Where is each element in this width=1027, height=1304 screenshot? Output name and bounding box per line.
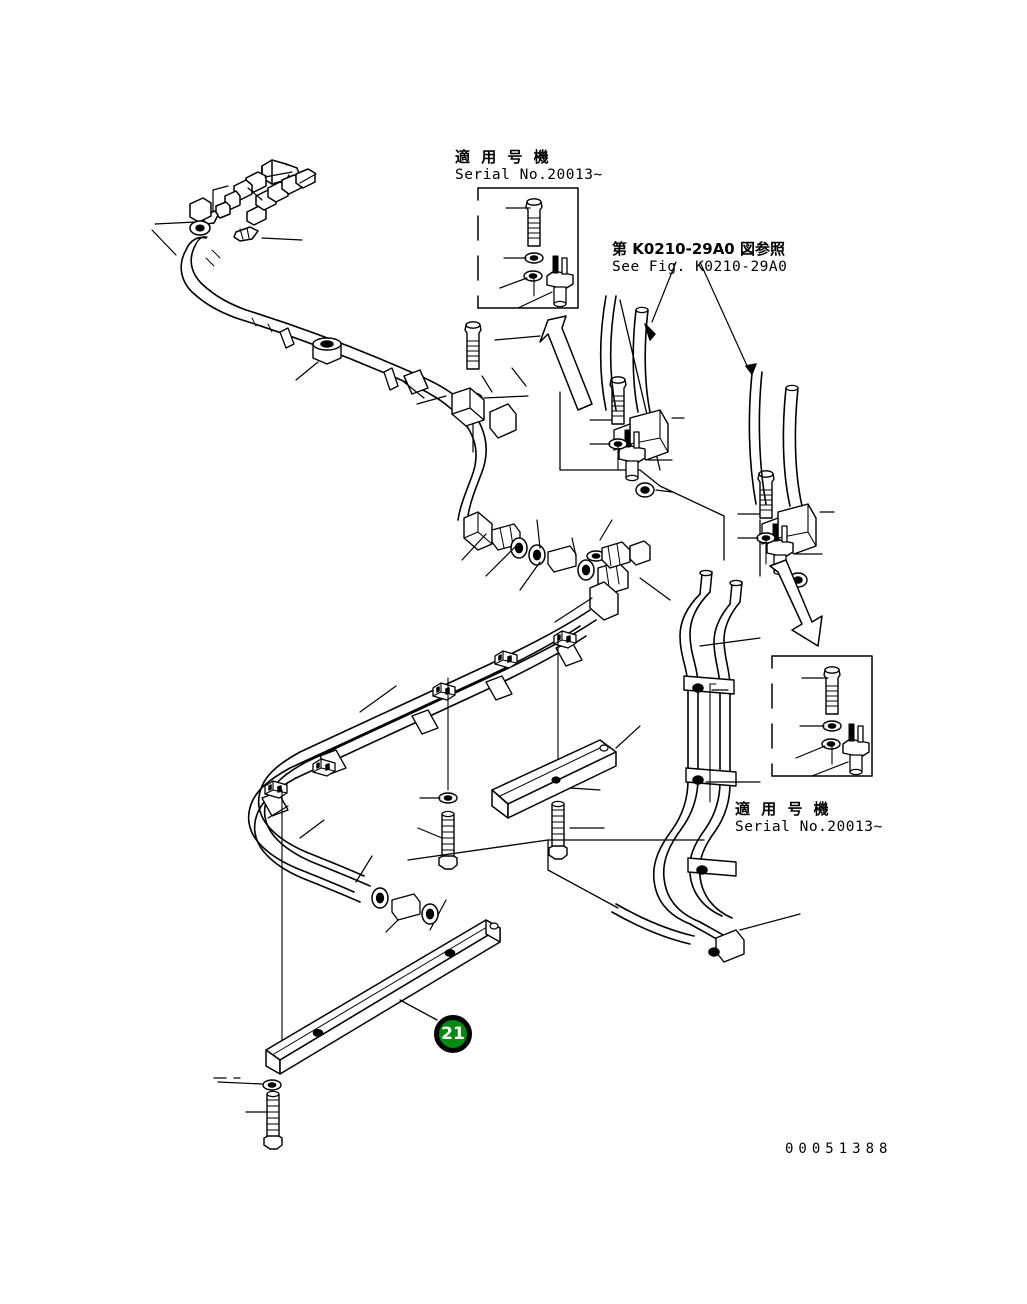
see-fig-note-jp: 第 K0210-29A0 図参照	[612, 240, 785, 258]
bolt-rail	[263, 1090, 283, 1150]
inset-box-upper	[477, 187, 579, 309]
callout-badge-21[interactable]: 21	[434, 1015, 472, 1053]
valve-bracket-left	[608, 376, 669, 498]
clamp-bracket-mid	[451, 387, 517, 439]
serial-note-bottom-serial: Serial No.20013~	[735, 819, 883, 835]
union-joint-center	[463, 511, 629, 621]
arrow-to-lower-inset	[769, 559, 823, 647]
valve-bracket-right	[756, 470, 817, 588]
serial-note-bottom-jp: 適 用 号 機	[735, 800, 832, 818]
elbow-fitting-group	[189, 159, 316, 242]
washer-bundle-1	[438, 792, 458, 804]
bolt-center	[601, 540, 651, 569]
hose-upper-main	[180, 236, 487, 521]
bolt-bundle-1	[438, 810, 458, 870]
see-fig-note-ref: See Fig. K0210-29A0	[612, 259, 788, 275]
inset-box-lower	[771, 655, 873, 777]
cover-plate	[491, 739, 617, 819]
bolt-upper	[464, 321, 482, 370]
hose-bundle-lower	[247, 609, 597, 903]
bolt-bundle-2	[548, 800, 568, 860]
figure-id: 00051388	[785, 1141, 893, 1157]
nut-upper	[312, 337, 342, 365]
arrow-to-upper-inset	[539, 315, 593, 411]
serial-note-top-jp: 適 用 号 機	[455, 148, 552, 166]
serial-note-top-serial: Serial No.20013~	[455, 167, 603, 183]
washer-rail	[262, 1079, 282, 1091]
vertical-hose-pair	[652, 569, 743, 925]
guard-rail-item21	[265, 919, 501, 1075]
